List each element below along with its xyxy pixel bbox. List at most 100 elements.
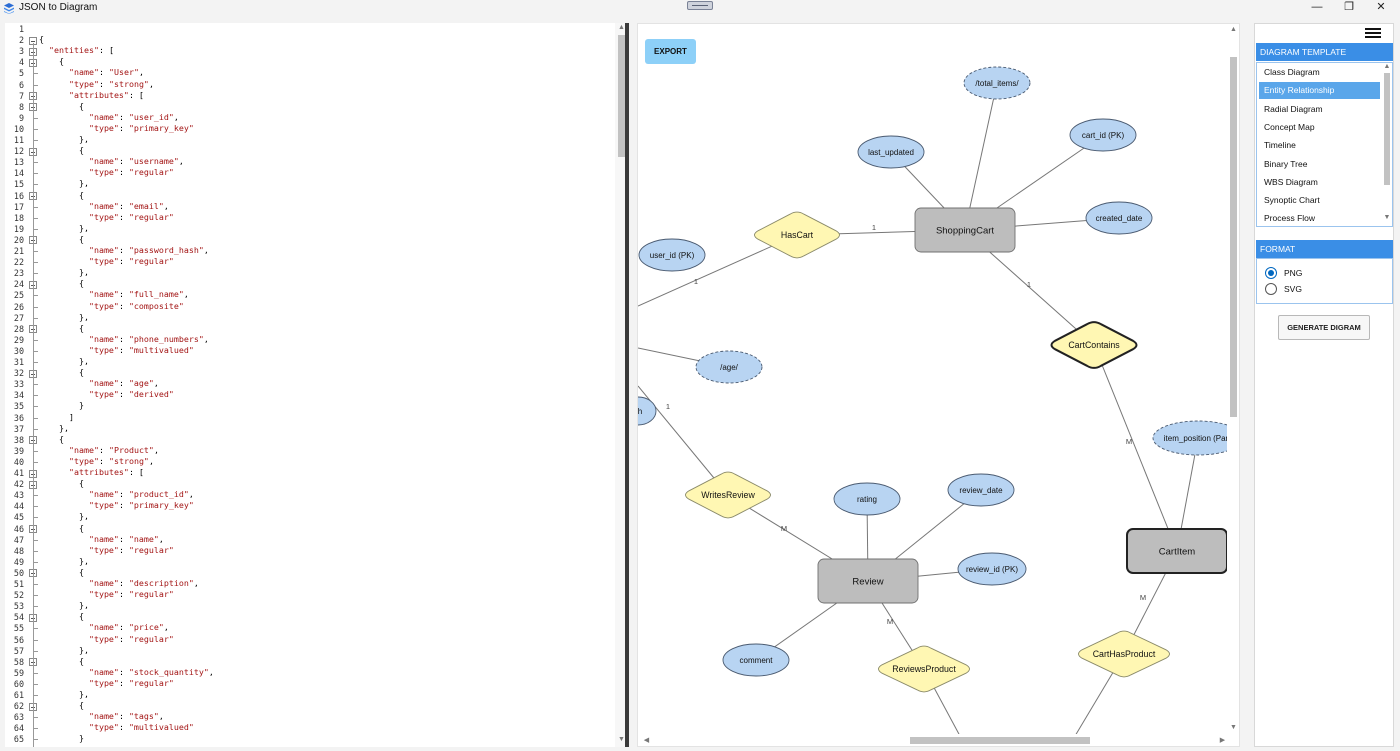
canvas-vertical-thumb[interactable] xyxy=(1230,57,1237,417)
attribute-created-date[interactable]: created_date xyxy=(1085,201,1153,235)
code-string: "type" xyxy=(88,722,119,733)
template-scroll-thumb[interactable] xyxy=(1384,73,1390,185)
export-button[interactable]: EXPORT xyxy=(645,39,696,64)
line-number: 43 xyxy=(13,490,24,501)
relationship-carthasproduct[interactable]: CartHasProduct xyxy=(1078,630,1170,678)
attribute-cart-id[interactable]: cart_id (PK) xyxy=(1069,118,1137,152)
cardinality-label: M xyxy=(1140,593,1146,602)
canvas-horizontal-thumb[interactable] xyxy=(910,737,1090,744)
minimize-button[interactable]: — xyxy=(1311,1,1323,13)
scroll-left-arrow-icon[interactable]: ◀ xyxy=(643,737,650,744)
template-item-timeline[interactable]: Timeline xyxy=(1264,140,1296,151)
code-line: "name": "age", xyxy=(39,378,159,389)
code-string: "regular" xyxy=(128,167,174,178)
code-text: { xyxy=(39,34,44,45)
code-area[interactable]: { "entities": [ { "name": "User", "type"… xyxy=(39,23,614,747)
scroll-down-arrow-icon[interactable]: ▼ xyxy=(1383,214,1391,221)
line-number: 37 xyxy=(13,423,24,434)
code-text: , xyxy=(153,444,159,455)
scroll-up-arrow-icon[interactable]: ▲ xyxy=(1230,26,1237,33)
diagram-canvas[interactable]: /total_items/last_updated cart_id (PK) cre… xyxy=(637,23,1240,747)
code-text: : xyxy=(118,589,129,600)
relationship-writesreview[interactable]: WritesReview xyxy=(685,471,771,519)
code-string: "age" xyxy=(128,378,154,389)
fold-guide xyxy=(33,128,38,130)
format-radio-png[interactable] xyxy=(1265,267,1277,279)
relationship-reviewsproduct[interactable]: ReviewsProduct xyxy=(878,645,970,693)
code-text: : xyxy=(118,666,129,677)
code-text: : xyxy=(118,122,129,133)
template-item-wbs-diagram[interactable]: WBS Diagram xyxy=(1264,176,1318,187)
er-diagram: /total_items/last_updated cart_id (PK) cre… xyxy=(638,66,1228,736)
code-string: "price" xyxy=(128,622,164,633)
relationship-hascart[interactable]: HasCart xyxy=(754,211,840,259)
line-number: 18 xyxy=(13,212,24,223)
code-text: : xyxy=(118,544,129,555)
attribute-total-items[interactable]: /total_items/ xyxy=(963,66,1031,100)
cardinality-label: M xyxy=(781,524,787,533)
close-button[interactable]: ✕ xyxy=(1376,1,1386,13)
drag-handle[interactable] xyxy=(687,1,713,10)
hamburger-menu-icon[interactable] xyxy=(1365,28,1383,40)
attribute-item-position[interactable]: item_position (Parti xyxy=(1152,420,1228,456)
code-line: "name": "description", xyxy=(39,578,199,589)
attribute-review-date[interactable]: review_date xyxy=(947,473,1015,507)
code-string: "type" xyxy=(88,167,119,178)
template-item-class-diagram[interactable]: Class Diagram xyxy=(1264,67,1320,77)
code-line: }, xyxy=(39,134,89,145)
line-number: 34 xyxy=(13,390,24,401)
relationship-cartcontains[interactable]: CartContains xyxy=(1050,321,1138,369)
code-text: { xyxy=(39,322,84,333)
scroll-down-arrow-icon[interactable]: ▼ xyxy=(618,736,625,743)
pane-splitter[interactable] xyxy=(625,23,629,747)
template-item-process-flow[interactable]: Process Flow xyxy=(1264,213,1316,224)
editor-scroll-thumb[interactable] xyxy=(618,35,625,157)
code-text xyxy=(39,678,89,688)
template-list-scrollbar[interactable]: ▲ ▼ xyxy=(1381,63,1392,226)
template-item-binary-tree[interactable]: Binary Tree xyxy=(1264,158,1308,169)
attribute-review-id[interactable]: review_id (PK) xyxy=(957,552,1027,586)
code-line: }, xyxy=(39,645,89,656)
template-item-entity-relationship[interactable]: Entity Relationship xyxy=(1259,82,1380,100)
canvas-horizontal-scrollbar[interactable]: ◀ ▶ xyxy=(638,734,1228,746)
code-text: , xyxy=(173,111,179,122)
format-radio-svg[interactable] xyxy=(1265,283,1277,295)
code-text: : xyxy=(118,167,129,178)
code-string: "type" xyxy=(88,633,119,644)
entity-cartitem[interactable]: CartItem xyxy=(1126,528,1228,574)
line-number: 15 xyxy=(13,179,24,190)
generate-diagram-button[interactable]: GENERATE DIGRAM xyxy=(1278,315,1370,340)
code-string: "primary_key" xyxy=(128,122,194,133)
code-text: { xyxy=(39,433,64,444)
scroll-up-arrow-icon[interactable]: ▲ xyxy=(618,24,625,31)
template-item-synoptic-chart[interactable]: Synoptic Chart xyxy=(1264,195,1320,206)
attribute-hash[interactable]: sh xyxy=(638,396,657,426)
attribute-age[interactable]: /age/ xyxy=(695,350,763,384)
cardinality-label: M xyxy=(887,617,893,626)
code-string: "entities" xyxy=(49,45,99,56)
template-item-radial-diagram[interactable]: Radial Diagram xyxy=(1264,103,1323,114)
scroll-right-arrow-icon[interactable]: ▶ xyxy=(1219,737,1226,744)
line-number: 7 xyxy=(18,90,24,101)
code-text xyxy=(39,156,89,166)
maximize-button[interactable]: ❐ xyxy=(1344,1,1354,13)
attribute-comment[interactable]: comment xyxy=(722,643,790,677)
attribute-last-updated[interactable]: last_updated xyxy=(857,135,925,169)
line-number: 3 xyxy=(18,46,24,57)
code-string: "type" xyxy=(88,122,119,133)
code-text: : xyxy=(118,300,129,311)
code-text: : xyxy=(118,200,129,211)
attribute-user-id[interactable]: user_id (PK) xyxy=(638,238,706,272)
canvas-vertical-scrollbar[interactable]: ▲ ▼ xyxy=(1227,24,1239,736)
scroll-up-arrow-icon[interactable]: ▲ xyxy=(1383,63,1391,70)
fold-guide xyxy=(33,206,38,208)
entity-review[interactable]: Review xyxy=(817,558,919,604)
editor-vertical-scrollbar[interactable]: ▲ ▼ xyxy=(615,23,628,747)
entity-shoppingcart[interactable]: ShoppingCart xyxy=(914,207,1016,253)
scroll-down-arrow-icon[interactable]: ▼ xyxy=(1230,724,1237,731)
line-number: 12 xyxy=(13,146,24,157)
attribute-rating[interactable]: rating xyxy=(833,482,901,516)
template-item-concept-map[interactable]: Concept Map xyxy=(1264,121,1315,132)
